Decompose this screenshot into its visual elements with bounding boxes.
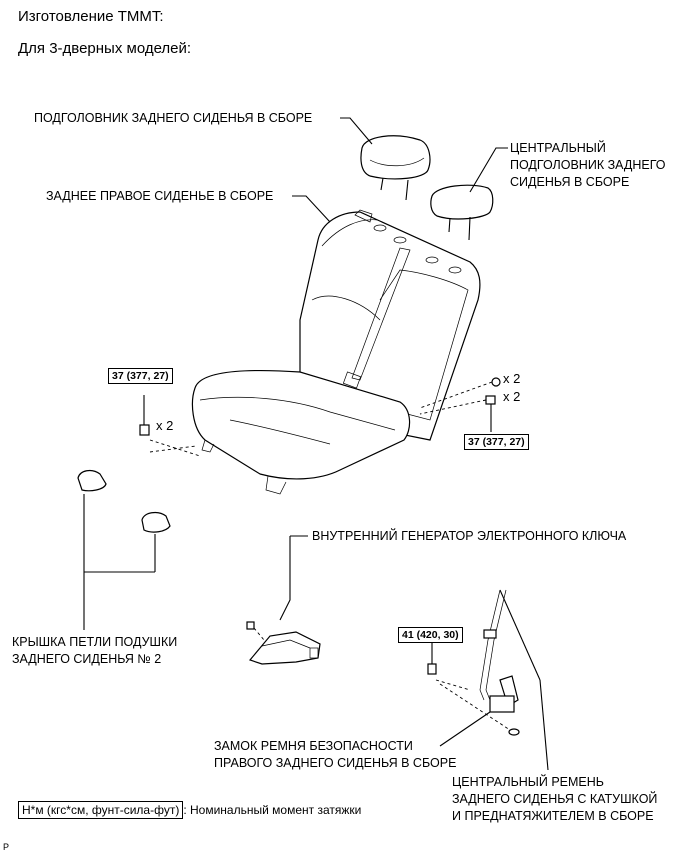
header-subtitle: Для 3-дверных моделей: <box>18 40 192 57</box>
label-hinge-cover-1: КРЫШКА ПЕТЛИ ПОДУШКИ <box>12 635 178 649</box>
label-hinge-cover-2: ЗАДНЕГО СИДЕНЬЯ № 2 <box>12 652 162 666</box>
left-bolt-part <box>139 395 201 457</box>
right-bolt-part <box>419 377 501 432</box>
torque-left-bolts: 37 (377, 27) <box>108 368 173 384</box>
leader-lines <box>292 117 508 223</box>
label-buckle-1: ЗАМОК РЕМНЯ БЕЗОПАСНОСТИ <box>214 739 413 753</box>
label-rear-headrest: ПОДГОЛОВНИК ЗАДНЕГО СИДЕНЬЯ В СБОРЕ <box>34 111 313 125</box>
rear-seat-part <box>191 209 481 495</box>
label-rear-right-seat: ЗАДНЕЕ ПРАВОЕ СИДЕНЬЕ В СБОРЕ <box>46 189 274 203</box>
label-oscillator: ВНУТРЕННИЙ ГЕНЕРАТОР ЭЛЕКТРОННОГО КЛЮЧА <box>312 529 627 543</box>
qty-right-upper: x 2 <box>503 371 521 386</box>
center-headrest-part <box>430 184 494 241</box>
oscillator-part <box>246 535 321 665</box>
label-buckle-2: ПРАВОГО ЗАДНЕГО СИДЕНЬЯ В СБОРЕ <box>214 756 457 770</box>
label-center-belt-1: ЦЕНТРАЛЬНЫЙ РЕМЕНЬ <box>452 775 604 789</box>
torque-buckle-bolt: 41 (420, 30) <box>398 627 463 643</box>
hinge-cover-part <box>77 469 171 630</box>
torque-right-bolts: 37 (377, 27) <box>464 434 529 450</box>
legend-description: : Номинальный момент затяжки <box>183 803 362 817</box>
label-center-headrest-2: ПОДГОЛОВНИК ЗАДНЕГО <box>510 158 666 172</box>
qty-right-lower: x 2 <box>503 389 521 404</box>
qty-left: x 2 <box>156 418 174 433</box>
legend-unit-box: Н*м (кгс*см, фунт-сила-фут) <box>18 801 184 819</box>
figure-code: P <box>3 842 10 852</box>
label-center-belt-2: ЗАДНЕГО СИДЕНЬЯ С КАТУШКОЙ <box>452 792 658 806</box>
torque-legend: Н*м (кгс*см, фунт-сила-фут): Номинальный… <box>18 801 362 819</box>
header-title: Изготовление TMMT: <box>18 8 164 25</box>
label-center-headrest-1: ЦЕНТРАЛЬНЫЙ <box>510 141 606 155</box>
rear-headrest-part <box>360 135 431 201</box>
label-center-belt-3: И ПРЕДНАТЯЖИТЕЛЕМ В СБОРЕ <box>452 809 654 823</box>
label-center-headrest-3: СИДЕНЬЯ В СБОРЕ <box>510 175 630 189</box>
center-belt-part <box>427 589 549 771</box>
